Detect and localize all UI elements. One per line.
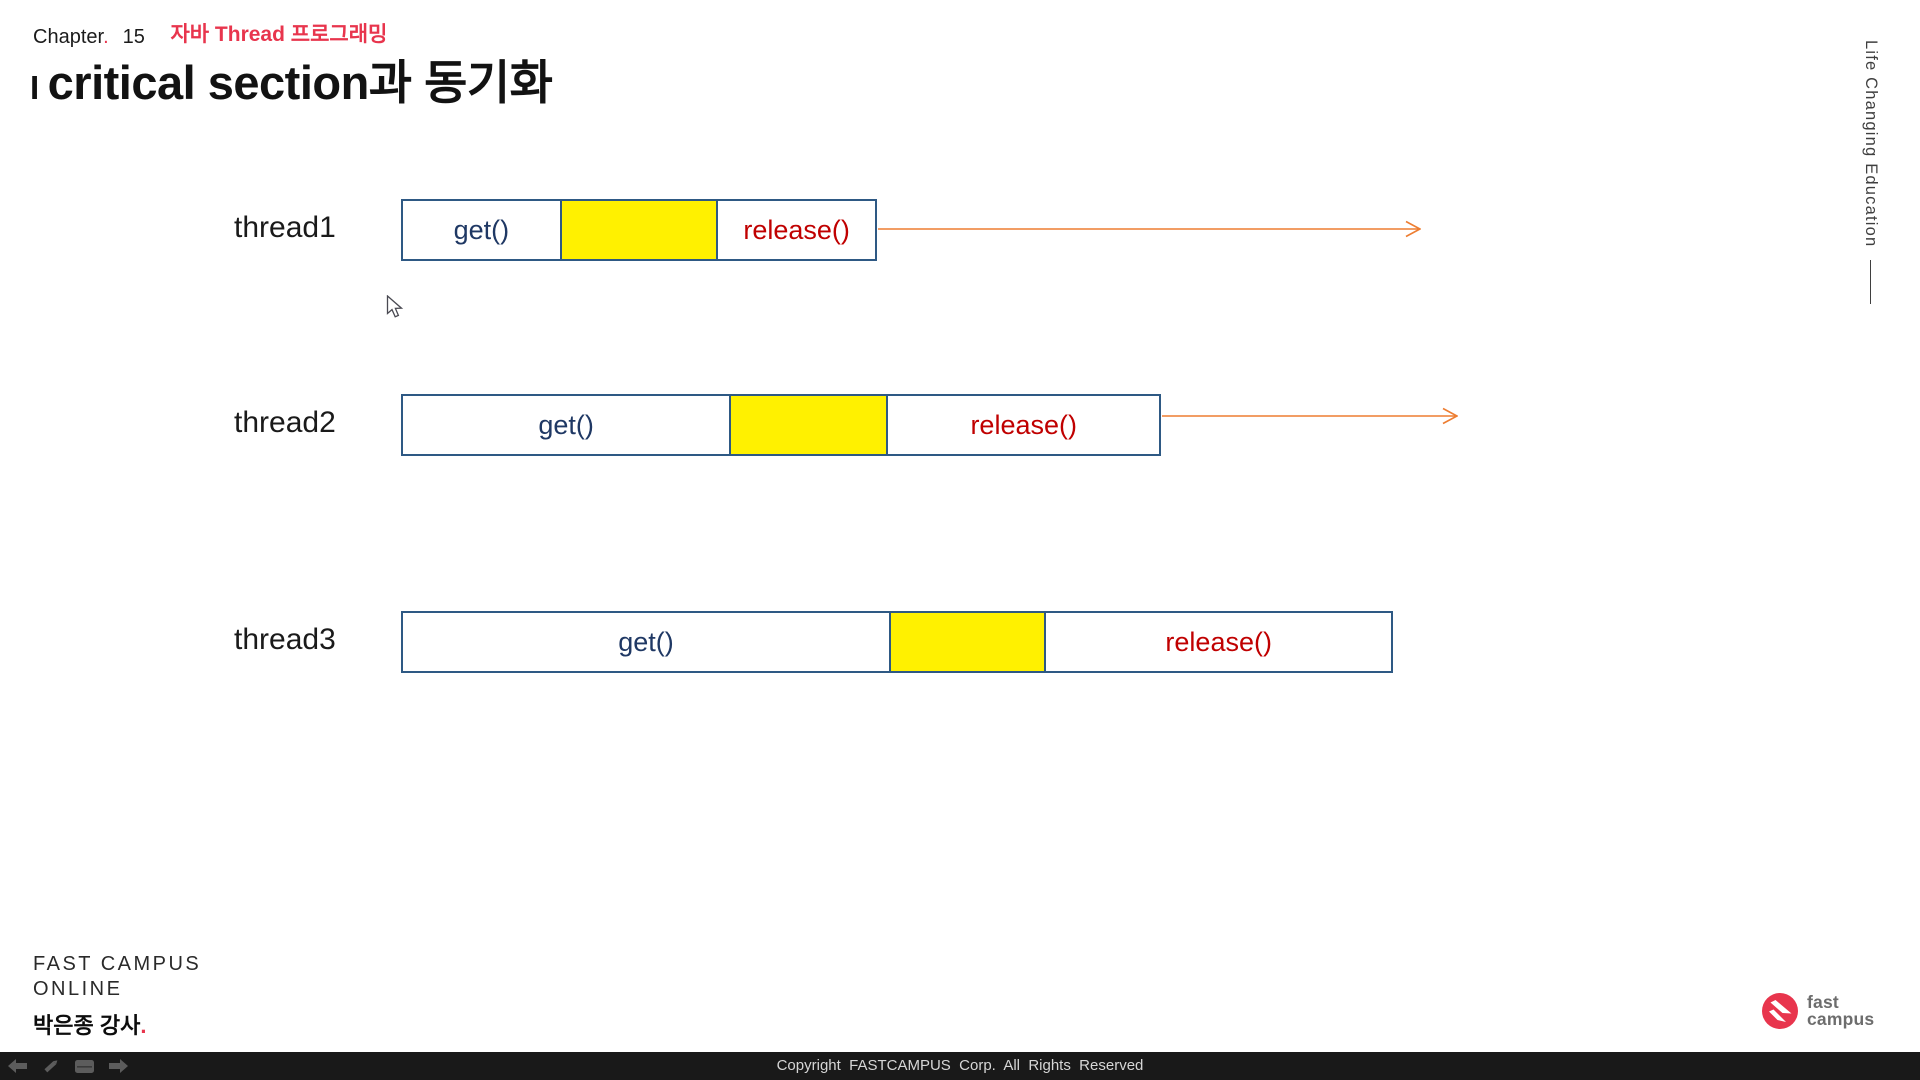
pen-tool-button[interactable] [42,1058,60,1074]
player-controls [8,1052,128,1080]
prev-slide-button[interactable] [8,1059,27,1073]
tagline-text: Life Changing Education [1862,40,1880,248]
screen-button[interactable] [75,1059,94,1073]
bottom-bar: Copyright FASTCAMPUS Corp. All Rights Re… [0,1052,1920,1080]
get-segment: get() [538,409,594,440]
critical-section-segment [729,396,887,454]
instructor-dot: . [140,1013,147,1038]
critical-section-segment [559,201,717,259]
title-prefix-bar: I [30,69,39,106]
get-segment: get() [453,214,510,245]
thread-label: thread2 [234,406,336,439]
release-segment: release() [716,201,875,259]
thread-label: thread3 [234,623,336,656]
chapter-subtitle: 자바 Thread 프로그래밍 [170,23,388,46]
next-slide-button[interactable] [109,1059,128,1073]
instructor-name: 박은종 강사. [33,1008,146,1040]
pencil-icon [44,1060,58,1073]
thread-timeline-box: get() release() [401,611,1393,673]
timeline-arrow [878,220,1421,238]
thread-timeline-box: get() release() [401,199,877,261]
brand-block: FAST CAMPUS ONLINE [33,952,201,1002]
fastcampus-logo: fast campus [1761,992,1874,1030]
chapter-label: Chapter [33,26,104,48]
chapter-line: Chapter. 15 자바 Thread 프로그래밍 [33,20,387,50]
critical-section-segment [889,613,1045,671]
logo-text-line2: campus [1807,1009,1875,1029]
fastcampus-logo-text: fast campus [1807,991,1875,1029]
release-segment: release() [1044,613,1391,671]
brand-line2: ONLINE [33,978,123,1000]
chapter-number: 15 [122,26,145,48]
back-arrow-icon [8,1059,27,1073]
fastcampus-logo-icon [1762,993,1798,1029]
screen-icon [75,1059,94,1073]
get-segment: get() [618,626,674,657]
chapter-dot: . [103,26,109,48]
copyright-text: Copyright FASTCAMPUS Corp. All Rights Re… [776,1057,1144,1074]
forward-arrow-icon [109,1059,128,1073]
tagline: Life Changing Education [1861,40,1880,305]
thread-timeline-box: get() release() [401,394,1161,456]
page-title-text: critical section과 동기화 [47,56,553,109]
page-title: I critical section과 동기화 [30,44,553,113]
logo-text-line1: fast [1807,991,1839,1012]
release-segment: release() [886,396,1159,454]
instructor-text: 박은종 강사 [33,1013,141,1038]
brand-line1: FAST CAMPUS [33,953,202,975]
thread-label: thread1 [234,211,336,244]
mouse-cursor [386,294,408,324]
timeline-arrow [1162,407,1458,425]
tagline-rule [1869,260,1872,305]
